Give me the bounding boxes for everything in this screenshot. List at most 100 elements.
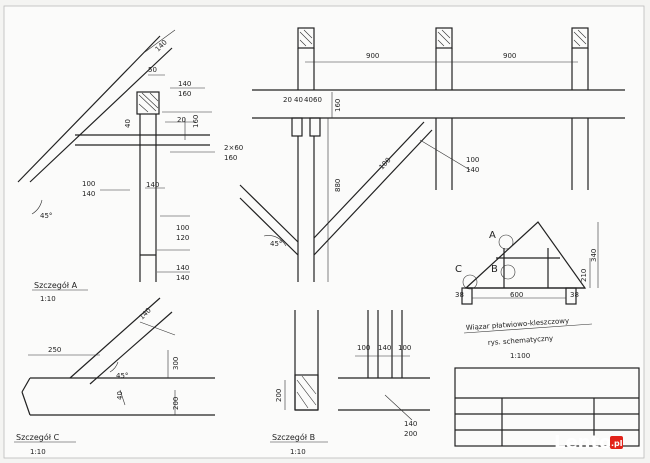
posts-lower (297, 118, 589, 282)
detail-a-dim-140-160-den: 160 (178, 90, 191, 98)
detail-c-dim-200: 200 (172, 397, 180, 410)
main-dim-40-a: 40 (294, 96, 303, 104)
detail-c-angle: 45° (116, 372, 128, 380)
lento-watermark: Lento .pl (554, 432, 623, 453)
detail-c-tiebeam (21, 377, 215, 416)
post-1-hatch (299, 29, 313, 47)
detail-b-dim-140-200-num: 140 (404, 420, 417, 428)
scheme-wall-left (461, 287, 473, 305)
scheme-wall-right (565, 287, 577, 305)
clamp-right (309, 117, 321, 137)
detail-b-joint (338, 310, 430, 411)
main-dim-100-140-den: 140 (466, 166, 479, 174)
detail-b-scale: 1:10 (290, 448, 306, 456)
detail-a-scale: 1:10 (40, 295, 56, 303)
detail-b-dim-100-a: 100 (357, 344, 370, 352)
watermark-suffix: .pl (611, 439, 623, 448)
detail-b-dim-100-b: 100 (398, 344, 411, 352)
main-dim-20: 20 (283, 96, 292, 104)
detail-a-purlin (136, 91, 160, 115)
title-block (454, 367, 640, 447)
detail-b-hatch (296, 375, 317, 409)
scheme-dim-210: 210 (580, 269, 588, 282)
detail-a-dim-2x60-den: 160 (224, 154, 237, 162)
detail-a-dim-100-140-num: 100 (82, 180, 95, 188)
detail-a-post (139, 114, 157, 282)
scheme-dim-340: 340 (590, 249, 598, 262)
detail-c-scale: 1:10 (30, 448, 46, 456)
main-dim-900-right: 900 (503, 52, 516, 60)
post-2-section (435, 27, 453, 49)
main-dim-900-left: 900 (366, 52, 379, 60)
detail-b-dim-140-200-den: 200 (404, 430, 417, 438)
watermark-badge (610, 436, 623, 449)
main-angle-arc (263, 235, 287, 247)
main-dim-lines (305, 61, 578, 282)
detail-a-dim-140-160-num: 140 (178, 80, 191, 88)
detail-b-dim-lines (284, 355, 413, 421)
detail-a-dim-160: 160 (192, 115, 200, 128)
detail-a-dim-40: 40 (124, 119, 132, 128)
detail-a-dim-100-120-den: 120 (176, 234, 189, 242)
detail-a-title: Szczegół A (34, 280, 78, 290)
post-2-hatch (437, 29, 451, 47)
post-3-section (571, 27, 589, 49)
detail-c-dim-250: 250 (48, 346, 61, 354)
detail-b-dim-200: 200 (275, 389, 283, 402)
detail-c-dim-lines (28, 321, 176, 415)
scheme-circle-a (498, 234, 514, 250)
detail-a-dim-50: 50 (148, 66, 157, 74)
detail-b-dim-140: 140 (378, 344, 391, 352)
detail-c-dim-300: 300 (172, 357, 180, 370)
main-dim-160: 160 (334, 99, 342, 112)
detail-b-title: Szczegół B (272, 432, 315, 442)
title-block-frame (454, 367, 640, 447)
braces (239, 121, 433, 256)
main-angle: 45° (270, 240, 282, 248)
clamp-left (291, 117, 303, 137)
detail-c-title: Szczegół C (16, 432, 60, 442)
scheme-label-b: B (491, 264, 498, 275)
detail-a-dim-20: 20 (177, 116, 186, 124)
post-1-section (297, 27, 315, 49)
scheme-frame (466, 248, 585, 289)
posts-upper (297, 48, 589, 90)
detail-a-dim-140-140-num: 140 (176, 264, 189, 272)
detail-a-angle: 45° (40, 212, 52, 220)
detail-a-dim-100-120-num: 100 (176, 224, 189, 232)
detail-a: 140 50 140 160 20 40 160 2×60 160 100 14… (17, 29, 243, 303)
main-dim-60: 60 (313, 96, 322, 104)
main-dim-880: 880 (334, 179, 342, 192)
scheme-label-c: C (455, 264, 462, 275)
detail-a-dim-140-mid: 140 (146, 181, 159, 189)
main-dim-40-b: 40 (304, 96, 313, 104)
scheme-dim-38-left: 38 (455, 291, 464, 299)
scheme-circle-b (500, 264, 516, 280)
detail-a-rafter (17, 35, 173, 183)
scheme-dim-600: 600 (510, 291, 523, 299)
title-block-grid (455, 397, 639, 446)
detail-a-dim-2x60-num: 2×60 (224, 144, 243, 152)
main-view: 900 900 20 40 40 60 160 880 100 100 140 … (239, 27, 625, 282)
scheme-scale: 1:100 (510, 352, 530, 360)
detail-c-rafter (69, 297, 173, 385)
detail-a-dim-100-140-den: 140 (82, 190, 95, 198)
detail-a-dim-140-140-den: 140 (176, 274, 189, 282)
detail-b-section (294, 374, 319, 411)
scheme-label-a: A (489, 230, 496, 241)
detail-c-dim-40: 40 (116, 391, 124, 400)
post-3-hatch (573, 29, 587, 47)
main-dim-100-140-num: 100 (466, 156, 479, 164)
scheme-dim-38-right: 38 (570, 291, 579, 299)
scheme-caption-underline (463, 323, 593, 334)
paper-border (3, 5, 645, 459)
detail-b: 200 100 140 100 140 200 Szczegół B 1:10 (270, 310, 430, 456)
detail-a-angle-arc (31, 199, 43, 215)
detail-a-purlin-hatch (138, 92, 159, 113)
watermark-brand: Lento (554, 432, 611, 453)
scheme-circle-c (462, 274, 478, 290)
scheme-dim-lines (472, 222, 599, 299)
detail-a-collar (75, 134, 210, 146)
